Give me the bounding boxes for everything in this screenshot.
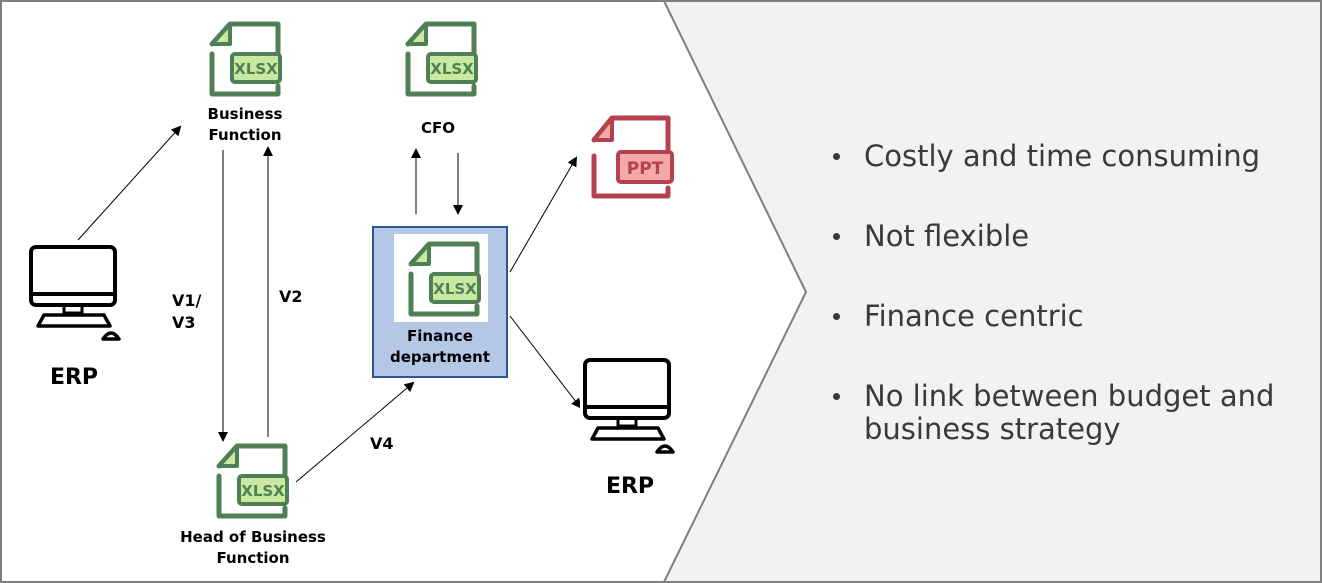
computer-icon <box>26 242 122 344</box>
xlsx-badge: XLSX <box>234 60 278 78</box>
bullet-text: Finance centric <box>864 299 1084 333</box>
arrow-head-to-finance <box>295 381 415 483</box>
xlsx-file-icon: XLSX <box>216 443 289 519</box>
xlsx-file-icon: XLSX <box>405 21 478 97</box>
edge-label-v1-v3: V1/ V3 <box>172 290 201 334</box>
xlsx-badge: XLSX <box>430 60 474 78</box>
business-function-label-line1: Business <box>207 105 283 123</box>
finance-department-label: Finance department <box>374 326 506 368</box>
finance-label-line2: department <box>390 348 490 366</box>
erp-right-label: ERP <box>605 474 655 499</box>
bullet-item: Finance centric <box>826 300 1296 333</box>
finance-department-node: XLSX Finance department <box>372 226 508 378</box>
edge-label-v2: V2 <box>279 287 303 306</box>
bullet-item: Costly and time consuming <box>826 140 1296 173</box>
bullet-text: No link between budget and business stra… <box>864 379 1275 446</box>
computer-icon <box>580 355 676 457</box>
finance-icon-background: XLSX <box>394 234 488 322</box>
erp-left-label: ERP <box>49 365 99 390</box>
xlsx-badge: XLSX <box>241 482 285 500</box>
arrow-erp-to-business-function <box>77 125 182 241</box>
arrow-finance-to-ppt <box>509 156 578 273</box>
head-of-business-function-label: Head of Business Function <box>163 527 343 569</box>
xlsx-file-icon: XLSX <box>408 241 481 317</box>
bullet-dot-icon <box>833 313 840 320</box>
arrow-finance-to-erp <box>509 315 582 409</box>
bullet-text: Not flexible <box>864 219 1030 253</box>
bullet-dot-icon <box>833 153 840 160</box>
xlsx-badge: XLSX <box>433 280 477 298</box>
bullet-item: No link between budget and business stra… <box>826 380 1296 446</box>
ppt-file-icon: PPT <box>582 106 678 202</box>
business-function-label: Business Function <box>195 104 295 146</box>
head-label-line1: Head of Business <box>180 528 326 546</box>
edge-label-v1: V1/ <box>172 291 202 310</box>
head-label-line2: Function <box>216 549 290 567</box>
edge-label-v3: V3 <box>172 313 196 332</box>
bullet-text: Costly and time consuming <box>864 139 1261 173</box>
chevron-divider <box>663 0 808 583</box>
xlsx-file-icon: XLSX <box>209 21 282 97</box>
ppt-badge: PPT <box>627 159 664 179</box>
summary-panel <box>664 1 1321 582</box>
business-function-label-line2: Function <box>208 126 282 144</box>
summary-bullet-list: Costly and time consuming Not flexible F… <box>826 140 1296 493</box>
finance-label-line1: Finance <box>407 327 473 345</box>
bullet-dot-icon <box>833 233 840 240</box>
cfo-label: CFO <box>420 119 455 137</box>
bullet-item: Not flexible <box>826 220 1296 253</box>
bullet-dot-icon <box>833 393 840 400</box>
edge-label-v4: V4 <box>370 434 394 453</box>
